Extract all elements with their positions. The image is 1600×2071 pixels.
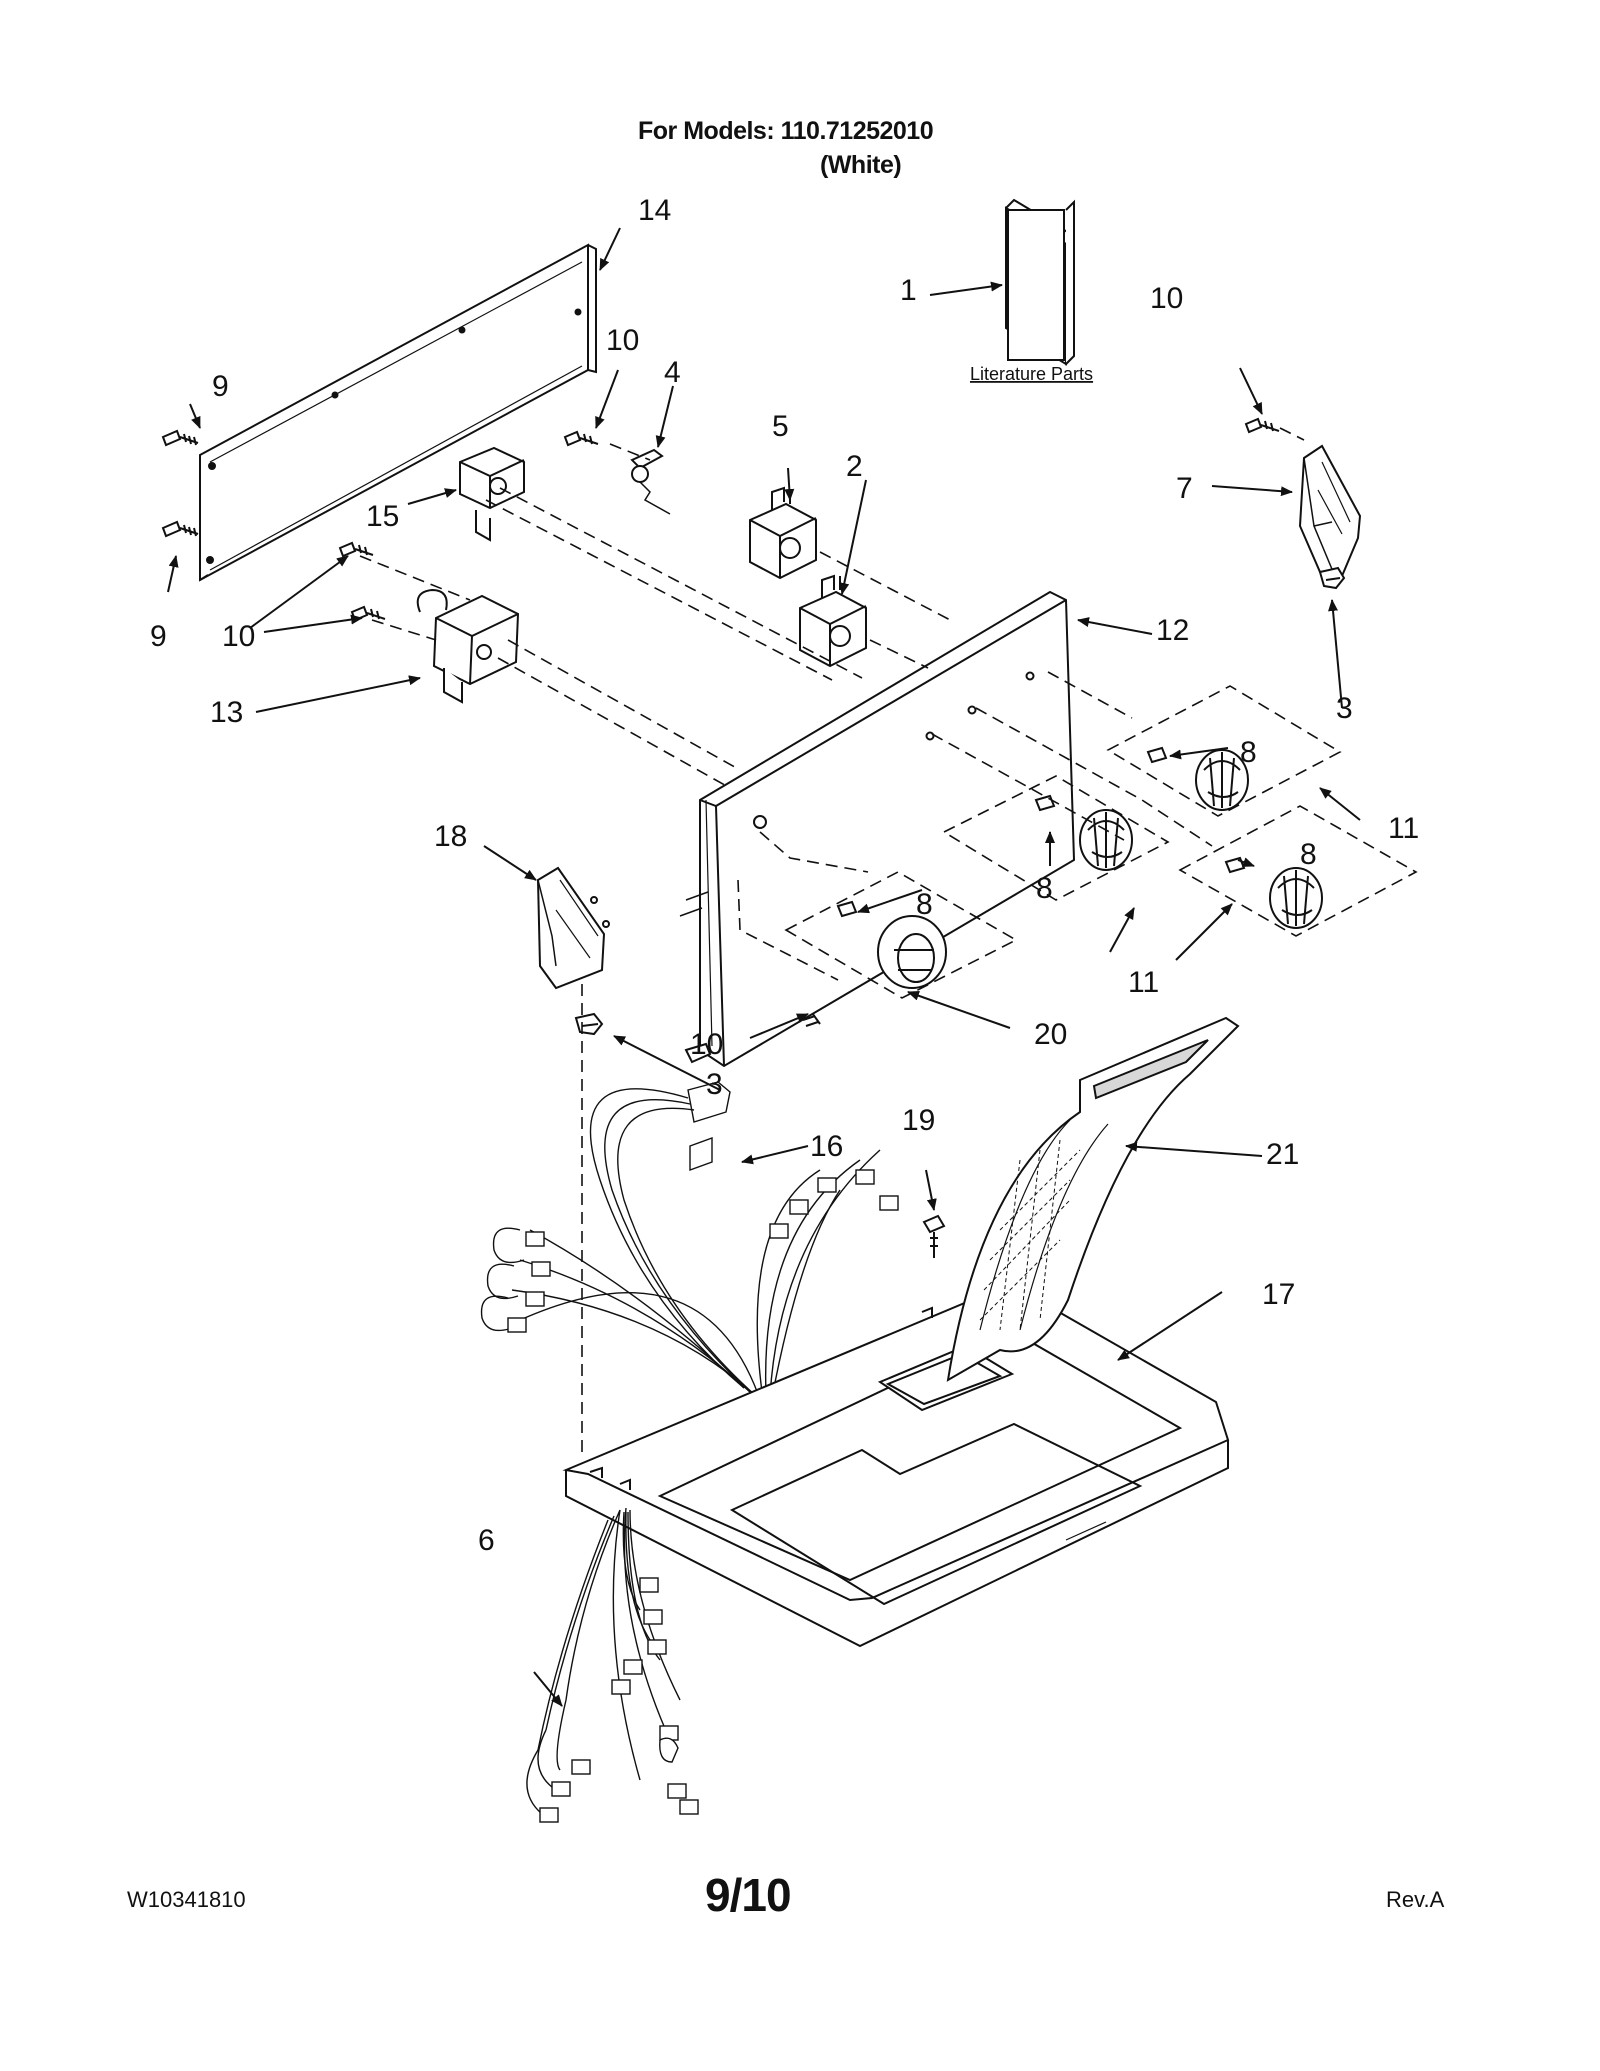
callout-16: 16 (810, 1130, 843, 1163)
callout-10-left: 10 (222, 620, 255, 653)
screw-10-upper-left (563, 430, 599, 447)
screw-9-upper (161, 429, 199, 447)
callout-15: 15 (366, 500, 399, 533)
callout-2: 2 (846, 450, 863, 483)
callout-leaders (167, 227, 1361, 1707)
screw-9-lower (161, 520, 199, 538)
timer-knob (836, 900, 947, 989)
callout-10-bottom: 10 (690, 1028, 723, 1061)
clip-3-right (1318, 566, 1346, 590)
screw-19 (922, 1214, 946, 1258)
callout-20: 20 (1034, 1018, 1067, 1051)
callout-13: 13 (210, 696, 243, 729)
callout-19: 19 (902, 1104, 935, 1137)
switch-2 (799, 574, 867, 668)
callout-8-middle: 8 (1036, 872, 1053, 905)
callout-3-lower: 3 (706, 1068, 723, 1101)
wire-harness-6 (526, 1507, 699, 1823)
callout-18: 18 (434, 820, 467, 853)
callout-1: 1 (900, 274, 917, 307)
literature-booklet (1004, 198, 1075, 366)
screw-10-mid-left (338, 541, 374, 558)
callout-17: 17 (1262, 1278, 1295, 1311)
callout-21: 21 (1266, 1138, 1299, 1171)
wire-harness-16 (480, 1081, 899, 1399)
callout-10-right: 10 (1150, 282, 1183, 315)
control-console (679, 590, 1076, 1068)
callout-8-upper-right: 8 (1240, 736, 1257, 769)
callout-11-bottom: 11 (1128, 966, 1159, 999)
callout-11-right: 11 (1388, 812, 1419, 845)
timer-13 (416, 588, 520, 704)
revision-label: Rev.A (1386, 1887, 1445, 1912)
knob-middle (1034, 794, 1133, 871)
callout-5: 5 (772, 410, 789, 443)
knob-right-lower (1224, 856, 1323, 929)
switch-5 (749, 486, 817, 580)
callout-9-upper: 9 (212, 370, 229, 403)
callout-12: 12 (1156, 614, 1189, 647)
screw-10-right (1244, 417, 1280, 434)
endcap-right (1298, 444, 1362, 578)
color-heading: (White) (820, 151, 902, 179)
clip-4 (630, 448, 671, 515)
lint-screen (946, 1016, 1240, 1382)
knob-right-upper (1146, 746, 1249, 811)
assembly-guide-lines (359, 427, 1418, 1452)
callout-10-upper-left: 10 (606, 324, 639, 357)
top-cover (562, 1282, 1230, 1648)
callout-4: 4 (664, 356, 681, 389)
callout-3-upper: 3 (1336, 692, 1353, 725)
back-panel (199, 243, 597, 582)
page-number: 9/10 (705, 1869, 792, 1921)
models-heading: For Models: 110.71252010 (638, 117, 934, 145)
switch-15 (459, 446, 525, 542)
callout-8-timer: 8 (916, 888, 933, 921)
callout-8-lower-right: 8 (1300, 838, 1317, 871)
clip-3-left (574, 1012, 604, 1036)
callout-6: 6 (478, 1524, 495, 1557)
callout-7: 7 (1176, 472, 1193, 505)
callout-9-lower: 9 (150, 620, 167, 653)
literature-parts-label: Literature Parts (970, 364, 1093, 384)
callout-14: 14 (638, 194, 671, 227)
endcap-left (536, 866, 610, 990)
document-number: W10341810 (127, 1887, 246, 1912)
